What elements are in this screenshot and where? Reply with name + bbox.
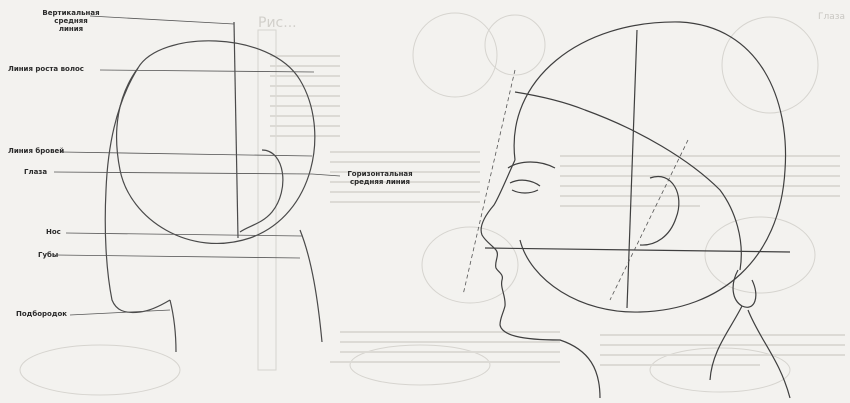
leader-lines: [54, 16, 340, 315]
vertical-midline: [234, 22, 238, 238]
neck-line-back: [300, 230, 322, 342]
label-hairline: Линия роста волос: [8, 65, 84, 73]
profile-eye: [510, 180, 540, 193]
profile-brow: [508, 162, 555, 168]
label-chin: Подбородок: [16, 310, 67, 318]
label-lips: Губы: [38, 251, 58, 259]
neck-line-front: [170, 300, 176, 352]
background-text-lines: [270, 56, 845, 365]
label-vertical-midline: Вертикальная средняя линия: [38, 9, 104, 33]
label-horizontal-midline: Горизонтальная средняя линия: [340, 170, 420, 186]
profile-vertical-line: [627, 30, 637, 308]
profile-cranium-circle: [514, 22, 785, 312]
face-outline: [105, 68, 170, 313]
profile-horizontal-line: [485, 248, 790, 252]
label-nose: Нос: [46, 228, 61, 236]
label-eyes: Глаза: [24, 168, 47, 176]
label-brow-line: Линия бровей: [8, 147, 64, 155]
